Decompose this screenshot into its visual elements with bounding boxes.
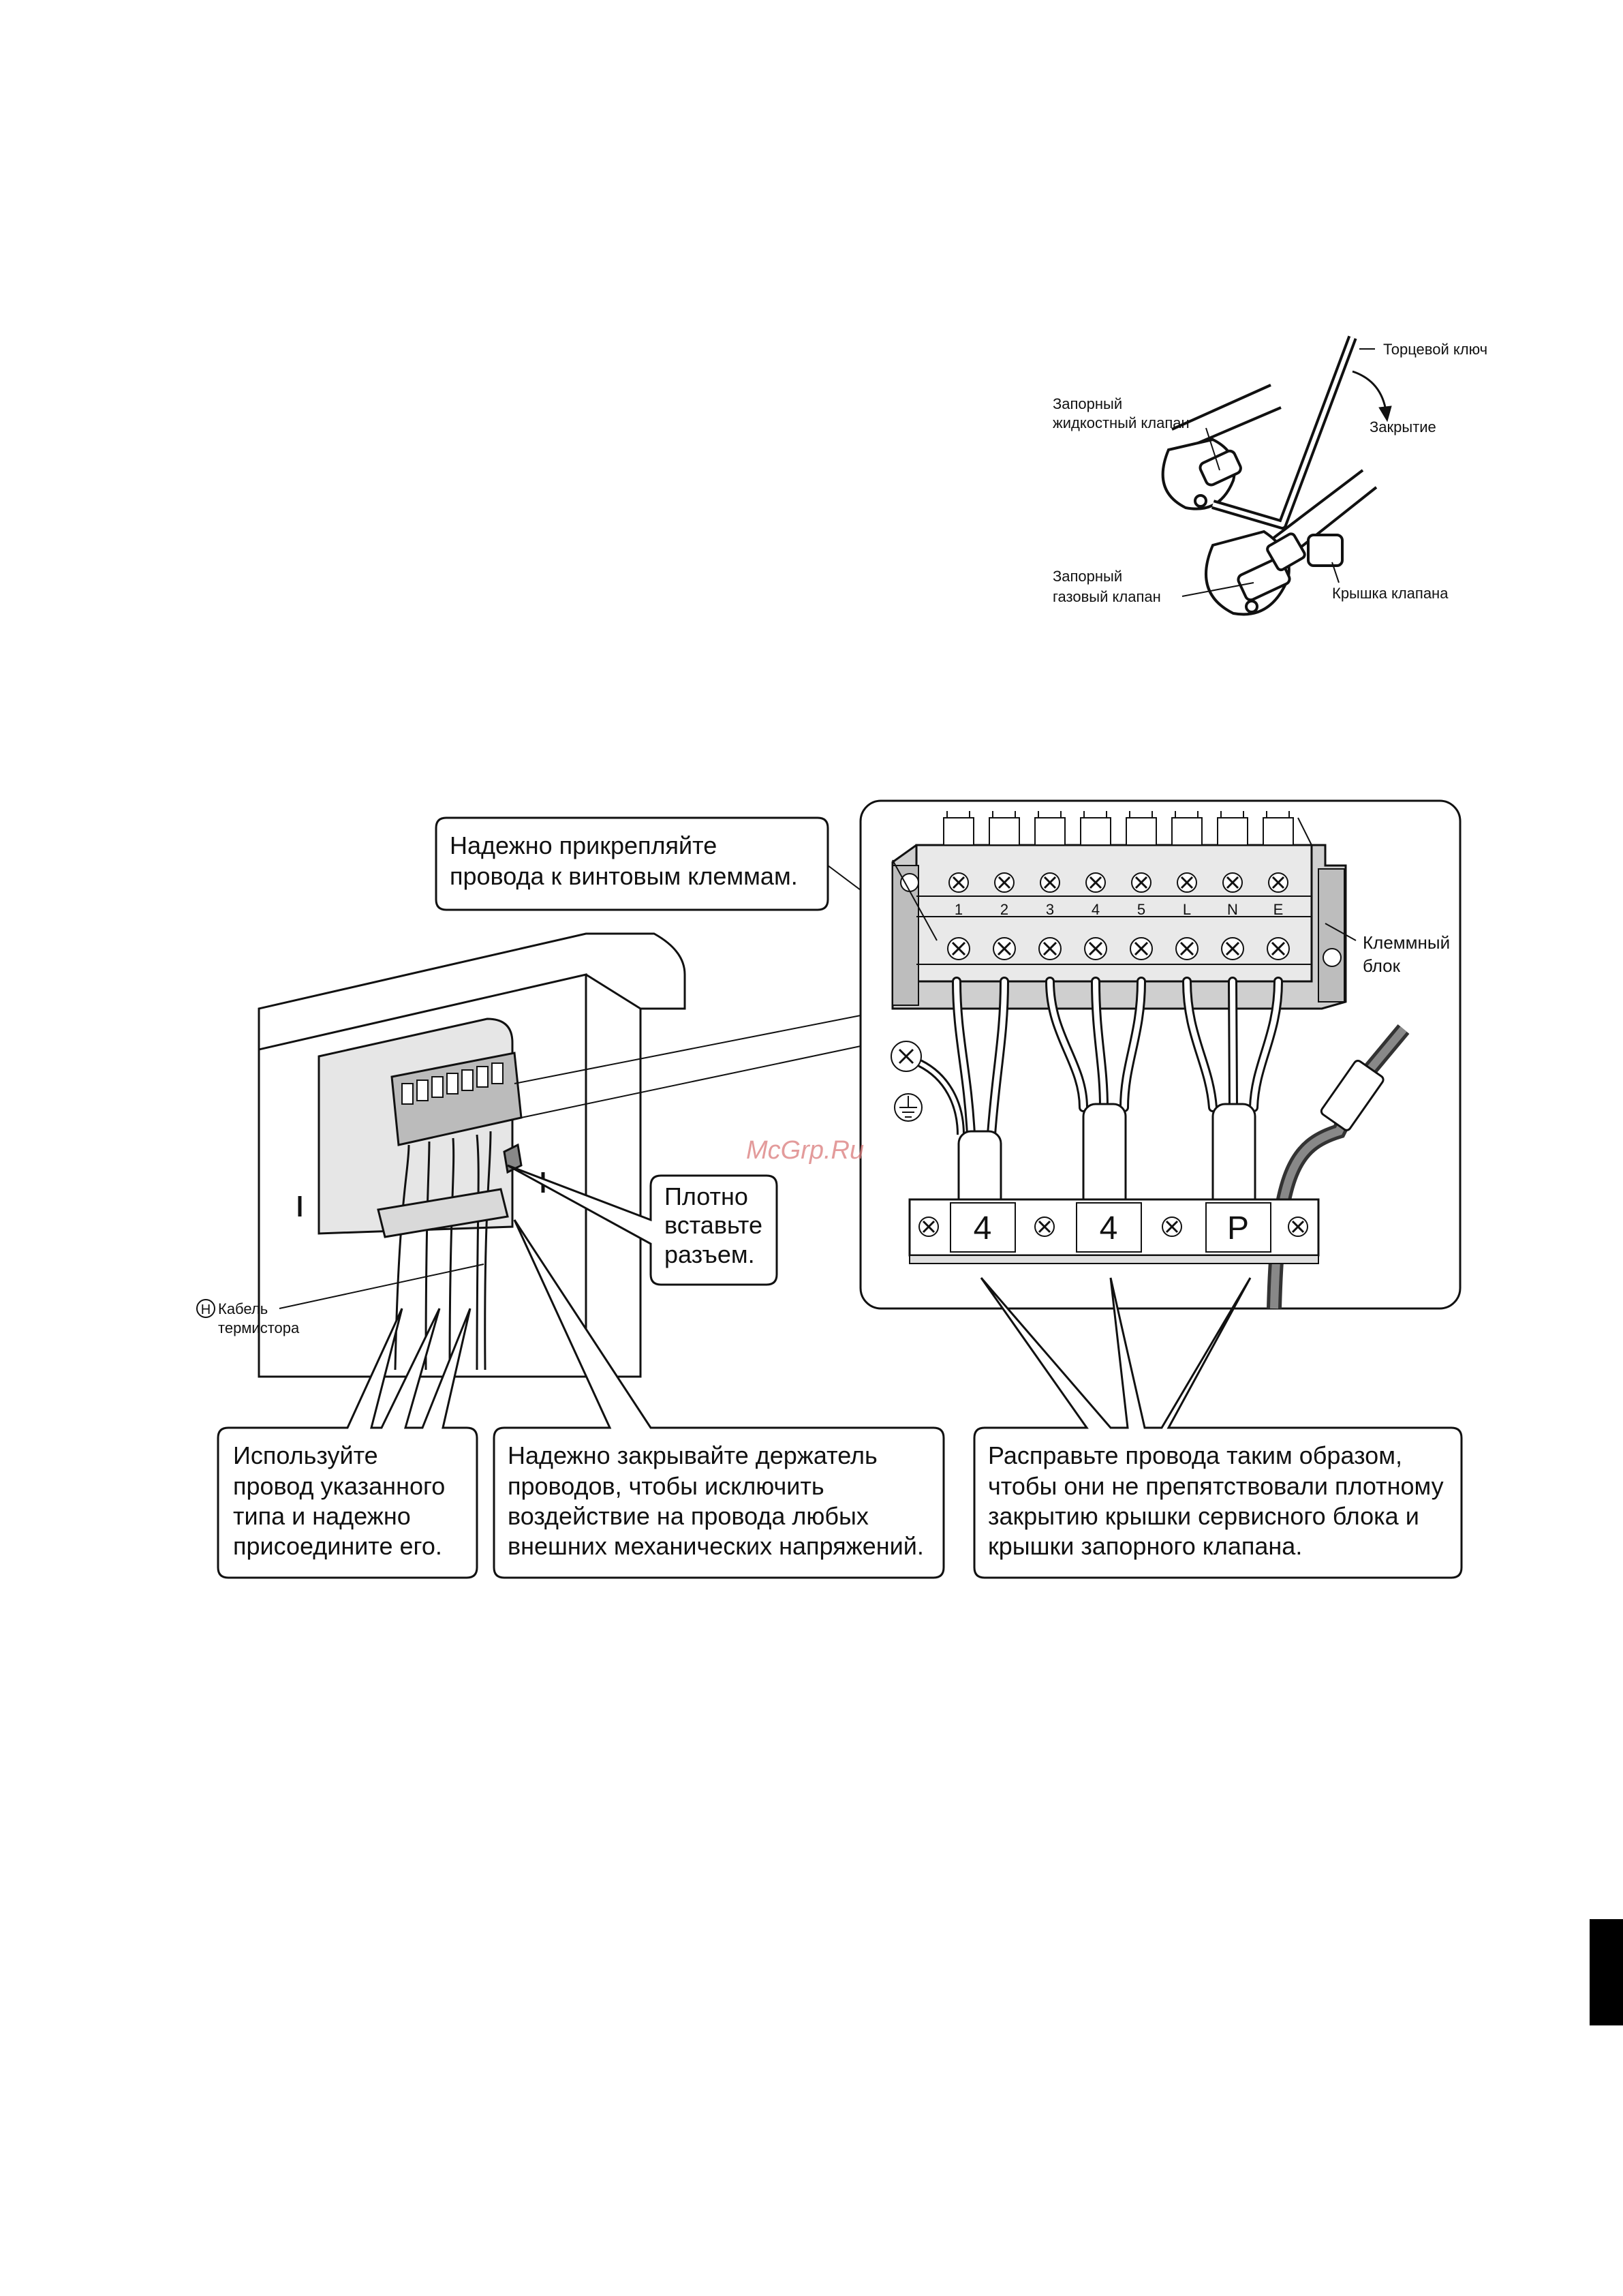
terminal-block-label-1: Клеммный bbox=[1363, 932, 1450, 953]
closing-label: Закрытие bbox=[1370, 418, 1436, 435]
terminal-block-label-2: блок bbox=[1363, 955, 1401, 976]
terminal-block-detail bbox=[514, 799, 1462, 1310]
thermistor-leader bbox=[279, 1264, 484, 1309]
wire-type-callout bbox=[217, 1308, 478, 1579]
wire-holder-line-4: внешних механических напряжений. bbox=[508, 1532, 924, 1560]
wire-holder-line-1: Надежно закрывайте держатель bbox=[508, 1441, 878, 1469]
wire-type-line-3: типа и надежно bbox=[233, 1502, 411, 1530]
clamp-label-2: 4 bbox=[1100, 1210, 1118, 1246]
wire-routing-callout bbox=[973, 1277, 1463, 1579]
thermistor-label-2: термистора bbox=[218, 1319, 300, 1336]
connector-callout-line-3: разъем. bbox=[664, 1240, 755, 1268]
thermistor-marker-letter: H bbox=[201, 1302, 211, 1317]
terminal-number-3: 3 bbox=[1046, 901, 1054, 918]
clamp-label-1: 4 bbox=[974, 1210, 992, 1246]
page-edge-tab bbox=[1590, 1919, 1623, 2025]
terminal-number-e: E bbox=[1273, 901, 1284, 918]
terminal-number-4: 4 bbox=[1092, 901, 1100, 918]
thermistor-label-1: Кабель bbox=[218, 1300, 268, 1317]
terminal-number-n: N bbox=[1227, 901, 1238, 918]
liquid-valve-label-1: Запорный bbox=[1053, 395, 1122, 412]
terminal-number-5: 5 bbox=[1137, 901, 1145, 918]
thermistor-marker bbox=[196, 1299, 215, 1318]
wire-type-line-2: провод указанного bbox=[233, 1472, 445, 1500]
valve-figure bbox=[1161, 335, 1392, 616]
wire-holder-callout bbox=[493, 1219, 945, 1579]
terminal-number-2: 2 bbox=[1000, 901, 1008, 918]
ground-icon bbox=[894, 1093, 923, 1122]
terminal-number-1: 1 bbox=[955, 901, 963, 918]
wire-routing-line-1: Расправьте провода таким образом, bbox=[988, 1441, 1402, 1469]
screw-callout-line-1: Надежно прикрепляйте bbox=[450, 831, 717, 859]
connector-callout-line-2: вставьте bbox=[664, 1211, 762, 1239]
terminal-number-l: L bbox=[1183, 901, 1191, 918]
valve-cap-label: Крышка клапана bbox=[1332, 585, 1449, 602]
outdoor-unit-illustration bbox=[258, 932, 686, 1378]
gas-valve-label-2: газовый клапан bbox=[1053, 588, 1161, 605]
gas-valve-label-1: Запорный bbox=[1053, 568, 1122, 585]
wire-holder-line-2: проводов, чтобы исключить bbox=[508, 1472, 824, 1500]
screw-terminal-callout bbox=[435, 816, 829, 911]
wire-type-line-4: присоедините его. bbox=[233, 1532, 442, 1560]
wire-routing-line-3: закрытию крышки сервисного блока и bbox=[988, 1502, 1419, 1530]
liquid-valve-label-2: жидкостный клапан bbox=[1053, 414, 1190, 431]
connector-callout bbox=[507, 1164, 778, 1286]
clamp-label-3: P bbox=[1227, 1210, 1249, 1246]
watermark: McGrp.Ru bbox=[746, 1136, 864, 1165]
wire-type-line-1: Используйте bbox=[233, 1441, 378, 1469]
socket-wrench-label: Торцевой ключ bbox=[1383, 341, 1487, 358]
wire-routing-line-4: крышки запорного клапана. bbox=[988, 1532, 1302, 1560]
screw-callout-line-2: провода к винтовым клеммам. bbox=[450, 862, 798, 890]
wire-routing-line-2: чтобы они не препятствовали плотному bbox=[988, 1472, 1444, 1500]
wire-holder-line-3: воздействие на провода любых bbox=[508, 1502, 869, 1530]
connector-callout-line-1: Плотно bbox=[664, 1182, 748, 1210]
